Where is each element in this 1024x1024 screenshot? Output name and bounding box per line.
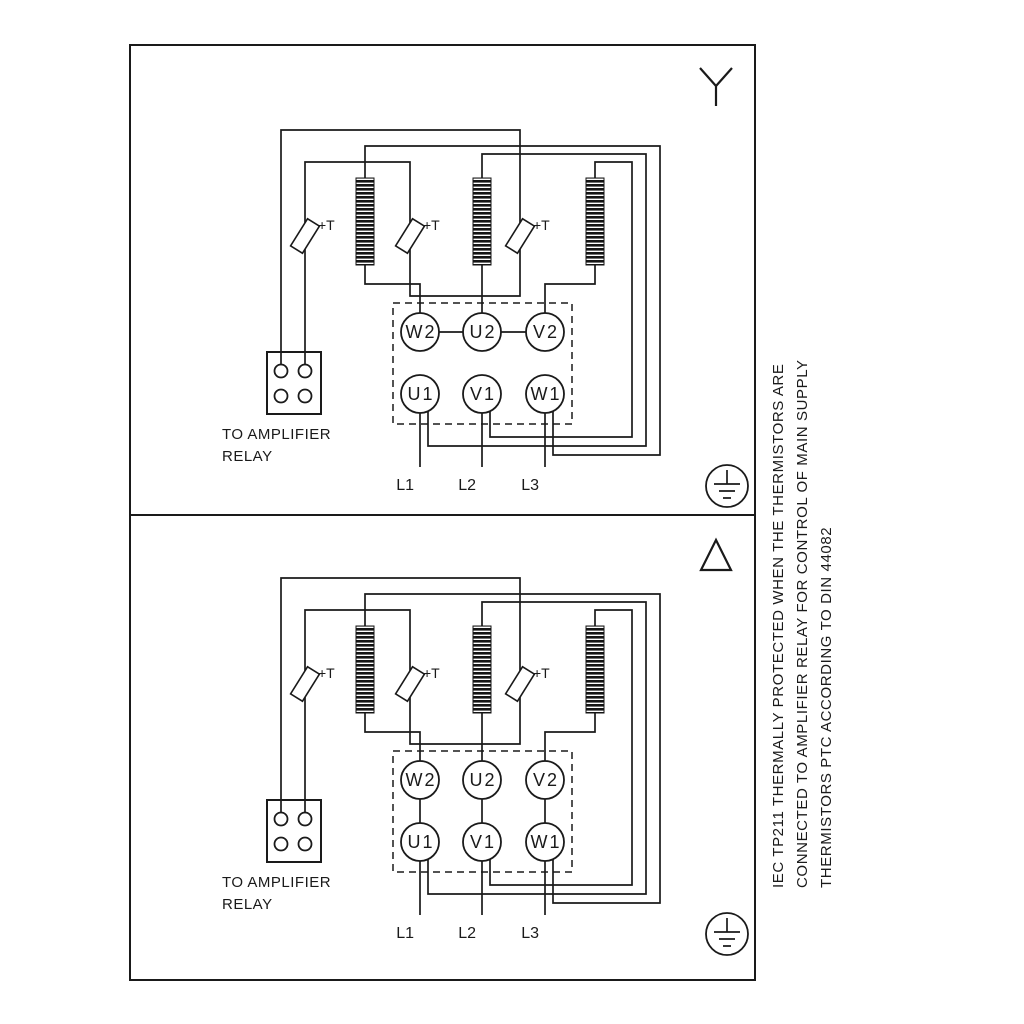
- thermistor-symbol-1: [289, 665, 321, 703]
- motor-winding-coil-1: [355, 625, 375, 714]
- thermistor-chain-wire: [280, 577, 521, 813]
- terminal-w1: [525, 374, 565, 414]
- terminal-label-u2: U2: [469, 770, 496, 790]
- thermistor-label: +T: [423, 665, 440, 681]
- diagram-frame: [129, 44, 756, 981]
- terminal-label-u1: U1: [407, 384, 434, 404]
- star-connection-symbol-icon: [699, 67, 733, 106]
- relay-note-line1: TO AMPLIFIER: [222, 874, 331, 891]
- note-line-3: THERMISTORS PTC ACCORDING TO DIN 44082: [818, 527, 835, 888]
- terminal-u2: [462, 760, 502, 800]
- relay-terminal: [273, 811, 289, 827]
- motor-winding-coil-2: [472, 625, 492, 714]
- relay-terminal: [297, 836, 313, 852]
- earth-ground-icon: [705, 464, 749, 508]
- coil1-bottom-wire: [364, 265, 421, 313]
- supply-label-l1: L1: [396, 925, 414, 942]
- terminal-label-w2: W2: [406, 770, 437, 790]
- supply-label-l2: L2: [458, 477, 476, 494]
- terminal-w2: [400, 760, 440, 800]
- coil3-bottom-wire: [544, 265, 596, 313]
- relay-note-line2: RELAY: [222, 896, 273, 913]
- supply-label-l3: L3: [521, 477, 539, 494]
- relay-terminal: [297, 811, 313, 827]
- relay-terminal: [297, 388, 313, 404]
- delta-straps: [419, 799, 546, 823]
- terminal-label-w2: W2: [406, 322, 437, 342]
- thermistor-label: +T: [318, 217, 335, 233]
- delta-connection-symbol-icon: [699, 537, 733, 572]
- earth-ground-icon: [705, 912, 749, 956]
- panel-delta: +T +T +T TO AMPLIFIER RELAY W2 U2 V2 U1 …: [222, 537, 749, 956]
- relay-note-line1: TO AMPLIFIER: [222, 426, 331, 443]
- terminal-label-w1: W1: [531, 832, 562, 852]
- terminal-u1: [400, 822, 440, 862]
- terminal-label-v2: V2: [533, 770, 559, 790]
- supply-label-l1: L1: [396, 477, 414, 494]
- relay-terminal: [273, 836, 289, 852]
- motor-winding-coil-3: [585, 177, 605, 266]
- note-line-2: CONNECTED TO AMPLIFIER RELAY FOR CONTROL…: [794, 359, 811, 888]
- terminal-w1: [525, 822, 565, 862]
- relay-terminal: [297, 363, 313, 379]
- thermistor-symbol-2: [394, 665, 426, 703]
- thermistor-chain-wire: [280, 129, 521, 365]
- motor-terminal-board: [392, 750, 573, 873]
- thermistor-label: +T: [533, 665, 550, 681]
- terminal-u2: [462, 312, 502, 352]
- thermistor-symbol-3: [504, 217, 536, 255]
- amplifier-relay-terminal-box: [266, 799, 322, 863]
- terminal-v2: [525, 312, 565, 352]
- relay-terminal: [273, 388, 289, 404]
- thermistor-label: +T: [533, 217, 550, 233]
- note-line-1: IEC TP211 THERMALLY PROTECTED WHEN THE T…: [770, 364, 787, 888]
- coil1-top-wire: [364, 145, 661, 456]
- terminal-u1: [400, 374, 440, 414]
- coil3-bottom-wire: [544, 713, 596, 761]
- amplifier-relay-terminal-box: [266, 351, 322, 415]
- coil3-top-wire: [489, 609, 633, 886]
- terminal-label-v2: V2: [533, 322, 559, 342]
- thermistor-label: +T: [423, 217, 440, 233]
- terminal-v1: [462, 374, 502, 414]
- terminal-v2: [525, 760, 565, 800]
- relay-terminal: [273, 363, 289, 379]
- coil2-top-wire: [427, 153, 647, 447]
- motor-winding-coil-1: [355, 177, 375, 266]
- terminal-v1: [462, 822, 502, 862]
- coil1-bottom-wire: [364, 713, 421, 761]
- terminal-label-v1: V1: [470, 832, 496, 852]
- coil2-top-wire: [427, 601, 647, 895]
- motor-winding-coil-2: [472, 177, 492, 266]
- wiring-star: [280, 129, 661, 467]
- panel-star: +T +T +T TO AMPLIFIER RELAY W2 U2 V2 U1 …: [222, 67, 749, 508]
- terminal-label-u2: U2: [469, 322, 496, 342]
- thermistor-symbol-1: [289, 217, 321, 255]
- sidebar-note: IEC TP211 THERMALLY PROTECTED WHEN THE T…: [770, 359, 835, 888]
- coil1-top-wire: [364, 593, 661, 904]
- terminal-label-w1: W1: [531, 384, 562, 404]
- wiring-delta: [280, 577, 661, 915]
- thermistor-label: +T: [318, 665, 335, 681]
- coil3-top-wire: [489, 161, 633, 438]
- terminal-label-u1: U1: [407, 832, 434, 852]
- terminal-w2: [400, 312, 440, 352]
- relay-note-line2: RELAY: [222, 448, 273, 465]
- supply-label-l3: L3: [521, 925, 539, 942]
- motor-winding-coil-3: [585, 625, 605, 714]
- thermistor-symbol-3: [504, 665, 536, 703]
- terminal-label-v1: V1: [470, 384, 496, 404]
- thermistor-symbol-2: [394, 217, 426, 255]
- motor-terminal-board: [392, 302, 573, 425]
- supply-label-l2: L2: [458, 925, 476, 942]
